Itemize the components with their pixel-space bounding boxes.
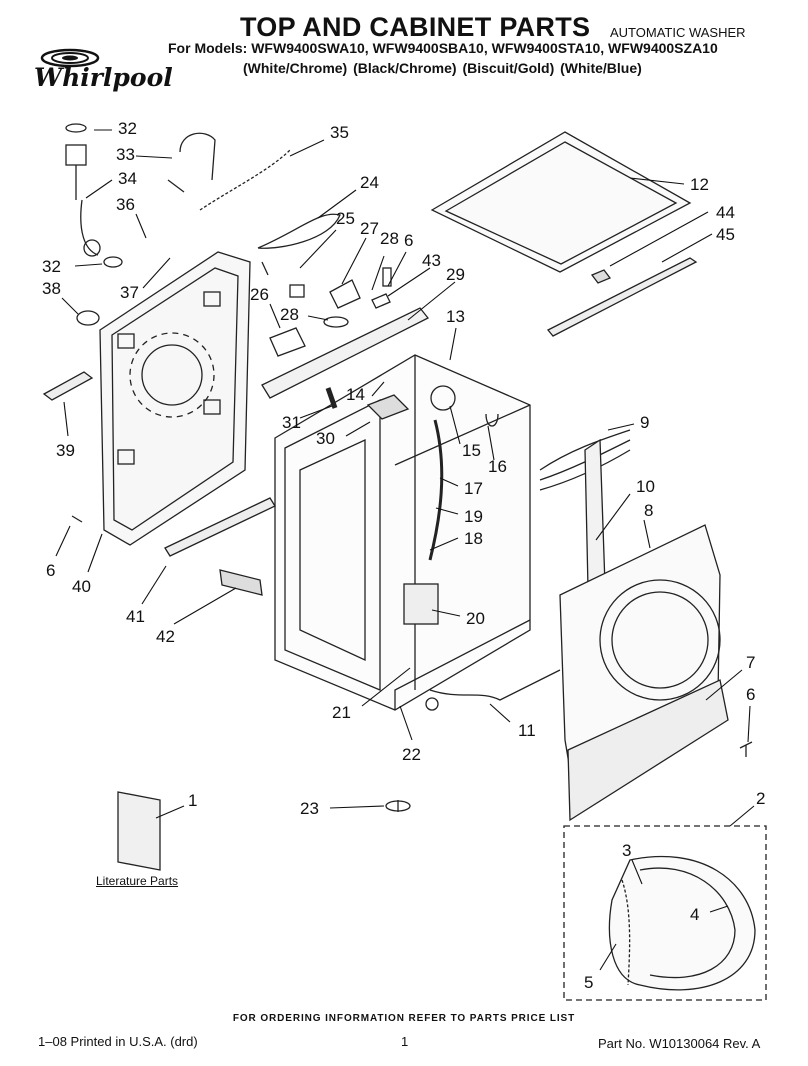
callout-32b: 32 (42, 257, 61, 276)
callout-44: 44 (716, 203, 735, 222)
ordering-note: FOR ORDERING INFORMATION REFER TO PARTS … (232, 1013, 576, 1024)
color-variants: (White/Chrome) (Black/Chrome) (Biscuit/G… (243, 60, 642, 76)
callout-29: 29 (446, 265, 465, 284)
svg-text:Whirlpool: Whirlpool (34, 63, 173, 92)
callout-20: 20 (466, 609, 485, 628)
callout-37: 37 (120, 283, 139, 302)
callout-15: 15 (462, 441, 481, 460)
page-number: 1 (401, 1034, 409, 1049)
callout-3: 3 (622, 841, 631, 860)
callout-45: 45 (716, 225, 735, 244)
callout-5: 5 (584, 973, 593, 992)
bellow-kit-box (563, 825, 767, 1001)
callout-32: 32 (118, 119, 137, 138)
damper (219, 569, 263, 596)
rear-panel (99, 251, 251, 546)
callout-11: 11 (518, 721, 536, 740)
callout-6b: 6 (746, 685, 755, 704)
whirlpool-logo: Whirlpool (34, 48, 173, 92)
callout-1: 1 (188, 791, 197, 810)
model-list: For Models: WFW9400SWA10, WFW9400SBA10, … (168, 40, 718, 56)
callout-36: 36 (116, 195, 135, 214)
literature-parts-label: Literature Parts (96, 874, 179, 888)
callout-33: 33 (116, 145, 135, 164)
document-subtitle: AUTOMATIC WASHER (610, 25, 746, 40)
callout-31: 31 (282, 413, 301, 432)
literature-booklet (117, 791, 161, 871)
top-panel (430, 131, 692, 273)
cabinet (274, 354, 531, 711)
callout-25: 25 (336, 209, 355, 228)
callout-6a: 6 (404, 231, 413, 250)
callout-30: 30 (316, 429, 335, 448)
callout-17: 17 (464, 479, 483, 498)
callout-27: 27 (360, 219, 379, 238)
callout-35: 35 (330, 123, 349, 142)
brace (164, 497, 276, 557)
callout-23: 23 (300, 799, 319, 818)
callout-26: 26 (250, 285, 269, 304)
callout-14: 14 (346, 385, 365, 404)
callout-22: 22 (402, 745, 421, 764)
callout-28b: 28 (280, 305, 299, 324)
callout-16: 16 (488, 457, 507, 476)
callout-38: 38 (42, 279, 61, 298)
part-number: Part No. W10130064 Rev. A (598, 1036, 761, 1051)
callout-42: 42 (156, 627, 175, 646)
callout-12: 12 (690, 175, 709, 194)
callout-2: 2 (756, 789, 765, 808)
callout-7: 7 (746, 653, 755, 672)
callout-10: 10 (636, 477, 655, 496)
callout-21: 21 (332, 703, 351, 722)
top-rail (261, 307, 430, 399)
page-title: TOP AND CABINET PARTS (240, 12, 591, 42)
trim-clip (590, 269, 612, 284)
callout-24: 24 (360, 173, 379, 192)
callout-4: 4 (690, 905, 699, 924)
toe-panel (567, 679, 729, 822)
callout-19: 19 (464, 507, 483, 526)
callout-6c: 6 (46, 561, 55, 580)
callout-39: 39 (56, 441, 75, 460)
callout-43: 43 (422, 251, 441, 270)
grommet (76, 310, 100, 326)
callout-28: 28 (380, 229, 399, 248)
callout-9: 9 (640, 413, 649, 432)
callout-18: 18 (464, 529, 483, 548)
callout-34: 34 (118, 169, 137, 188)
bellow-ring (608, 855, 756, 991)
callout-13: 13 (446, 307, 465, 326)
front-frame (584, 438, 606, 589)
print-info: 1–08 Printed in U.S.A. (drd) (38, 1034, 198, 1049)
callout-41: 41 (126, 607, 145, 626)
callout-8: 8 (644, 501, 653, 520)
callout-40: 40 (72, 577, 91, 596)
top-trim-strip (546, 257, 698, 337)
hose-hanger (42, 371, 94, 401)
